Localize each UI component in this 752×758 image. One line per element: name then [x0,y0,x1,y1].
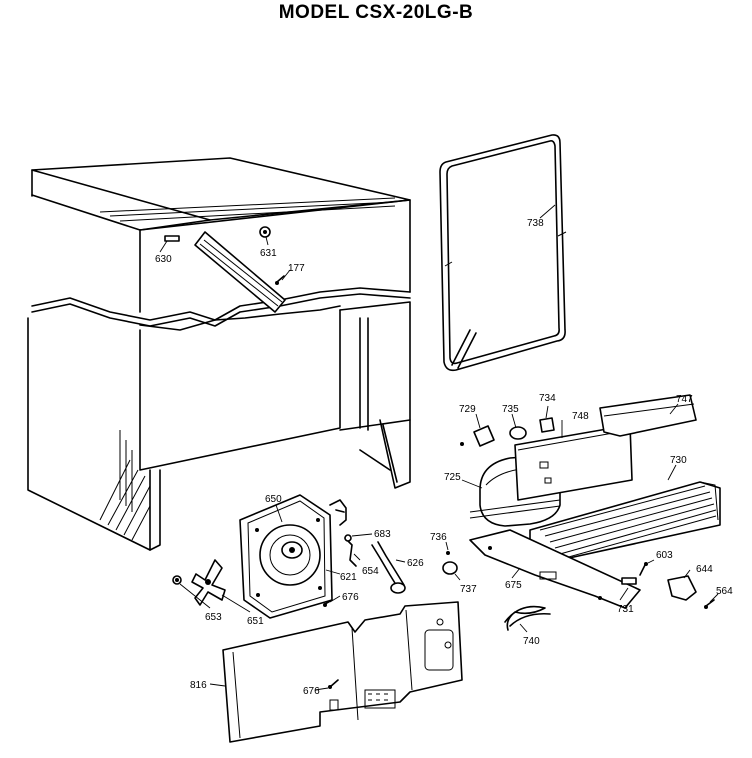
label-731: 731 [617,604,634,615]
label-644: 644 [696,564,713,575]
diagram-title: MODEL CSX-20LG-B [278,2,474,23]
label-650: 650 [265,494,282,505]
fan-blade [172,559,226,606]
label-736: 736 [430,532,447,543]
label-654: 654 [362,566,379,577]
label-737: 737 [460,584,477,595]
label-729: 729 [459,404,476,415]
label-734: 734 [539,393,556,404]
label-651: 651 [247,616,264,627]
leader-lines [159,204,719,691]
label-676-fan: 676 [342,592,359,603]
label-621: 621 [340,572,357,583]
label-564: 564 [716,586,733,597]
label-730: 730 [670,455,687,466]
label-738: 738 [527,218,544,229]
label-683: 683 [374,529,391,540]
label-676-cover: 676 [303,686,320,697]
label-603: 603 [656,550,673,561]
label-631: 631 [260,248,277,259]
label-748: 748 [572,411,589,422]
door-gasket [439,134,567,372]
label-653: 653 [205,612,222,623]
label-675: 675 [505,580,522,591]
compressor-assembly [442,394,721,631]
rear-cover-panel [222,601,463,743]
label-735: 735 [502,404,519,415]
label-630: 630 [155,254,172,265]
label-725: 725 [444,472,461,483]
label-816: 816 [190,680,207,691]
label-626: 626 [407,558,424,569]
label-747: 747 [676,394,693,405]
cabinet [27,157,411,551]
fan-motor-assembly [239,494,406,619]
label-177: 177 [288,263,305,274]
label-740: 740 [523,636,540,647]
part-number-labels: 630 631 177 738 729 735 734 748 747 725 … [155,218,733,697]
